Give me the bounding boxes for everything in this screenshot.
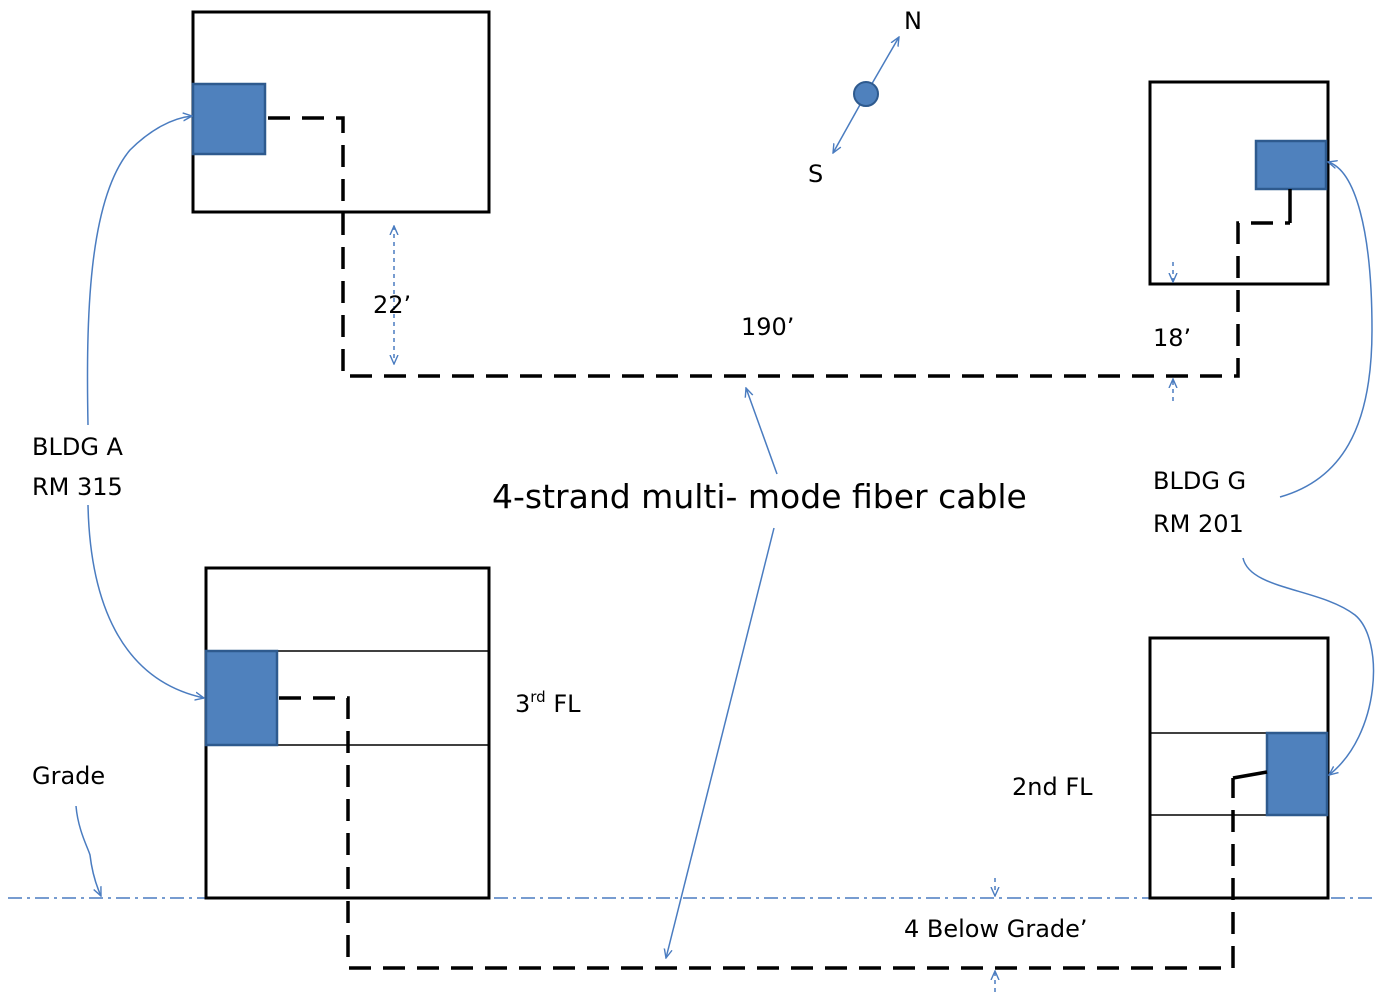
cable-label-arrow-elevation bbox=[666, 527, 775, 958]
grade-label: Grade bbox=[32, 762, 105, 790]
elevation-view: 4 Below Grade’ 3rd FL 2nd FL Grade bbox=[8, 566, 1375, 992]
plan-view: 22’ 190’ 18’ bbox=[191, 10, 1330, 401]
bldg-g-callout-arrow-elevation bbox=[1242, 557, 1375, 775]
bldg-a-label-line1: BLDG A bbox=[32, 433, 124, 461]
floor-label-bldg-g: 2nd FL bbox=[1012, 773, 1093, 801]
bldg-g-room-201-elevation bbox=[1265, 731, 1329, 817]
bldg-a-room-315-plan bbox=[191, 82, 267, 156]
bldg-g-plan-outline bbox=[1148, 80, 1330, 286]
cable-label: 4-strand multi- mode fiber cable bbox=[492, 477, 1027, 516]
cable-route-elevation bbox=[279, 696, 1235, 970]
below-grade-label: 4 Below Grade’ bbox=[904, 915, 1088, 943]
compass-north-label: N bbox=[904, 7, 922, 35]
bldg-g-label-line1: BLDG G bbox=[1153, 467, 1246, 495]
bldg-a-callout-arrow-elevation bbox=[87, 504, 204, 698]
bldg-a-room-315-elevation bbox=[204, 649, 279, 747]
bldg-g-callout-arrow-plan bbox=[1279, 162, 1373, 498]
compass-south-label: S bbox=[808, 160, 823, 188]
cable-label-arrow-plan bbox=[746, 388, 778, 475]
cable-stub-bldg-g-elevation bbox=[1232, 770, 1268, 780]
dimension-22-label: 22’ bbox=[373, 291, 411, 319]
compass: N S bbox=[808, 7, 922, 188]
grade-pointer-arrow bbox=[75, 805, 101, 896]
bldg-a-label-line2: RM 315 bbox=[32, 473, 123, 501]
compass-center-dot bbox=[853, 81, 879, 107]
bldg-a-callout-arrow-plan bbox=[86, 116, 192, 426]
floor-label-bldg-a: 3rd FL bbox=[515, 688, 581, 718]
callouts: BLDG A RM 315 BLDG G RM 201 4-strand mul… bbox=[32, 116, 1375, 958]
bldg-g-label-line2: RM 201 bbox=[1153, 510, 1244, 538]
bldg-g-room-201-plan bbox=[1254, 139, 1328, 191]
dimension-18-label: 18’ bbox=[1153, 324, 1191, 352]
dimension-190-label: 190’ bbox=[741, 313, 794, 341]
